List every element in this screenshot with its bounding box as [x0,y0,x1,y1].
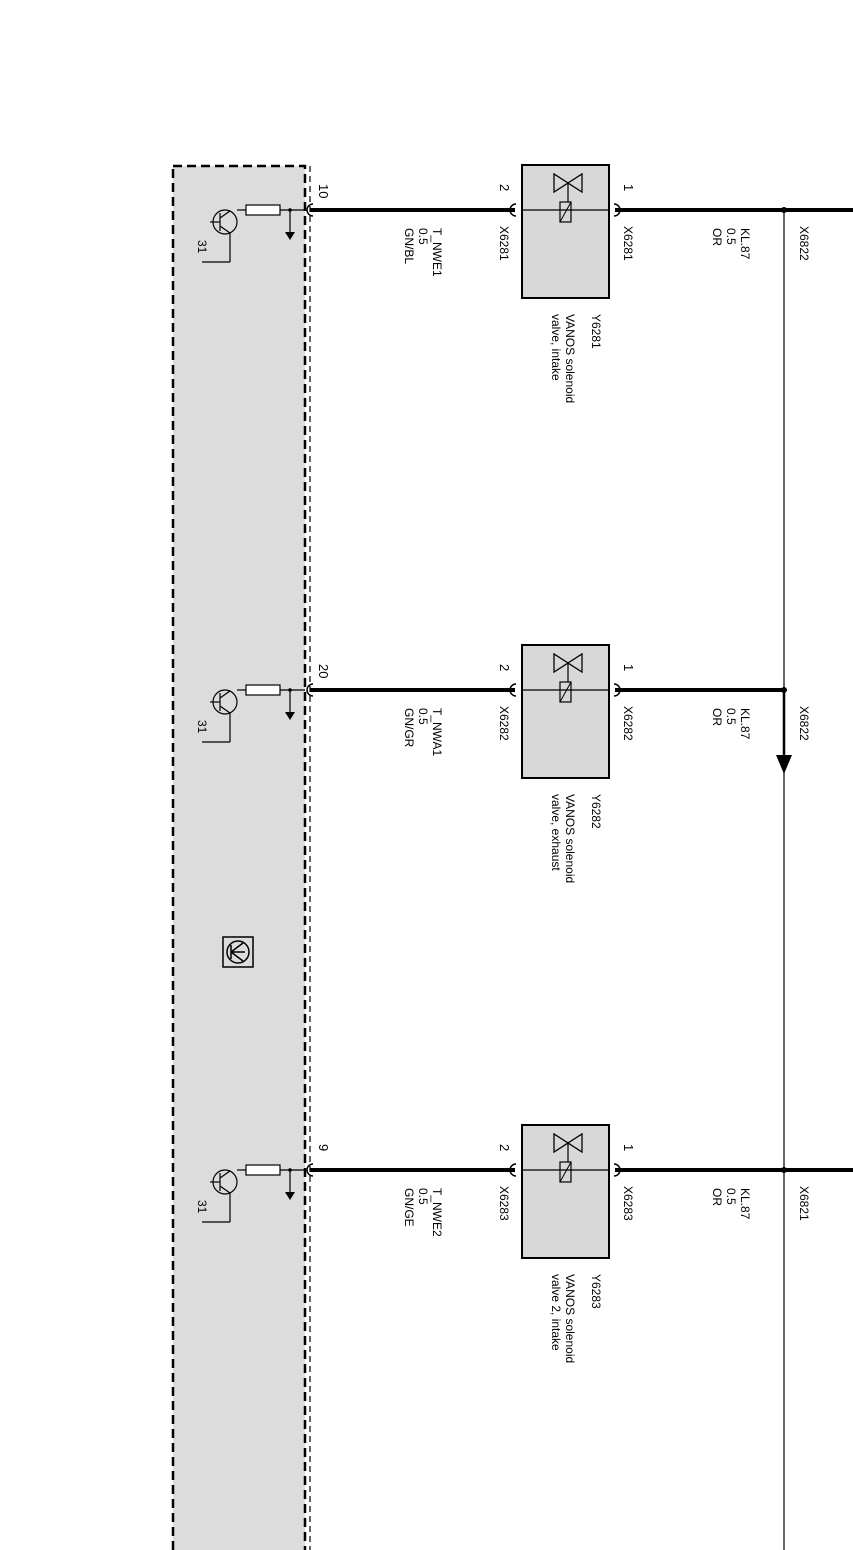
solenoid-valve-icon [553,652,583,703]
connector-label-low: X6282 [497,706,511,741]
supply-wire-name: KL.87 [738,708,752,740]
splice-dot [781,1167,787,1173]
channel-y6283: 9 31 T_NWE2 0.5 GN/GE X6283 2 1 X6283 KL… [195,1124,811,1363]
splice-label: X6821 [797,1186,811,1221]
signal-wire-size: 0.5 [416,228,430,245]
pin-label-low: 2 [497,1144,512,1151]
component-box [521,644,610,779]
supply-wire-name: KL.87 [738,1188,752,1220]
channel-y6281: 10 31 T_NWE1 0.5 GN/BL X6281 2 1 X6281 K… [195,164,811,403]
connector-label-high: X6281 [621,226,635,261]
connector-label-low: X6281 [497,226,511,261]
connector-icon [509,1163,517,1177]
connector-icon [509,683,517,697]
ground-label: 31 [195,720,209,734]
ground-label: 31 [195,240,209,254]
supply-wire-size: 0.5 [724,1188,738,1205]
splice-dot [781,687,787,693]
component-box [521,164,610,299]
component-description: VANOS solenoid [563,794,577,883]
ground-label: 31 [195,1200,209,1214]
connector-label-high: X6282 [621,706,635,741]
pin-label-high: 1 [621,1144,636,1151]
transistor-driver-icon [202,204,305,263]
connector-icon [613,1163,621,1177]
ecu-pin-label: 9 [316,1144,331,1151]
control-module [171,164,311,1550]
signal-wire-name: T_NWA1 [430,708,444,757]
signal-wire-size: 0.5 [416,708,430,725]
transistor-driver-icon [202,1164,305,1223]
signal-wire-color: GN/GE [402,1188,416,1227]
ground-symbol-icon [222,936,254,968]
signal-wire-name: T_NWE1 [430,228,444,277]
connector-icon [509,203,517,217]
solenoid-valve-icon [553,172,583,223]
component-description: VANOS solenoid [563,314,577,403]
pin-label-high: 1 [621,184,636,191]
connector-label-high: X6283 [621,1186,635,1221]
pin-label-high: 1 [621,664,636,671]
pin-label-low: 2 [497,664,512,671]
signal-wire-size: 0.5 [416,1188,430,1205]
component-description: valve, exhaust [549,794,563,871]
signal-wire-color: GN/BL [402,228,416,264]
supply-wire-color: OR [710,708,724,726]
component-id: Y6281 [589,314,603,349]
component-id: Y6283 [589,1274,603,1309]
ecu-pin-label: 20 [316,664,331,678]
connector-icon [306,683,314,697]
supply-bus [776,208,853,1550]
connector-icon [613,203,621,217]
component-description: VANOS solenoid [563,1274,577,1363]
component-id: Y6282 [589,794,603,829]
control-module-box [171,164,307,1550]
transistor-driver-icon [202,684,305,743]
splice-label: X6822 [797,226,811,261]
supply-wire-name: KL.87 [738,228,752,260]
component-box [521,1124,610,1259]
connector-icon [613,683,621,697]
splice-label: X6822 [797,706,811,741]
connector-label-low: X6283 [497,1186,511,1221]
signal-wire-name: T_NWE2 [430,1188,444,1237]
pin-label-low: 2 [497,184,512,191]
signal-wire-color: GN/GR [402,708,416,748]
channel-y6282: 20 31 T_NWA1 0.5 GN/GR X6282 2 1 X6282 K… [195,644,811,883]
supply-wire-size: 0.5 [724,228,738,245]
supply-wire-color: OR [710,1188,724,1206]
connector-icon [306,203,314,217]
supply-wire-color: OR [710,228,724,246]
ecu-pin-label: 10 [316,184,331,198]
solenoid-valve-icon [553,1132,583,1183]
connector-icon [306,1163,314,1177]
supply-wire-size: 0.5 [724,708,738,725]
splice-dot [781,207,787,213]
continuation-arrow-icon [776,690,792,774]
component-description: valve, intake [549,314,563,381]
component-description: valve 2, intake [549,1274,563,1351]
